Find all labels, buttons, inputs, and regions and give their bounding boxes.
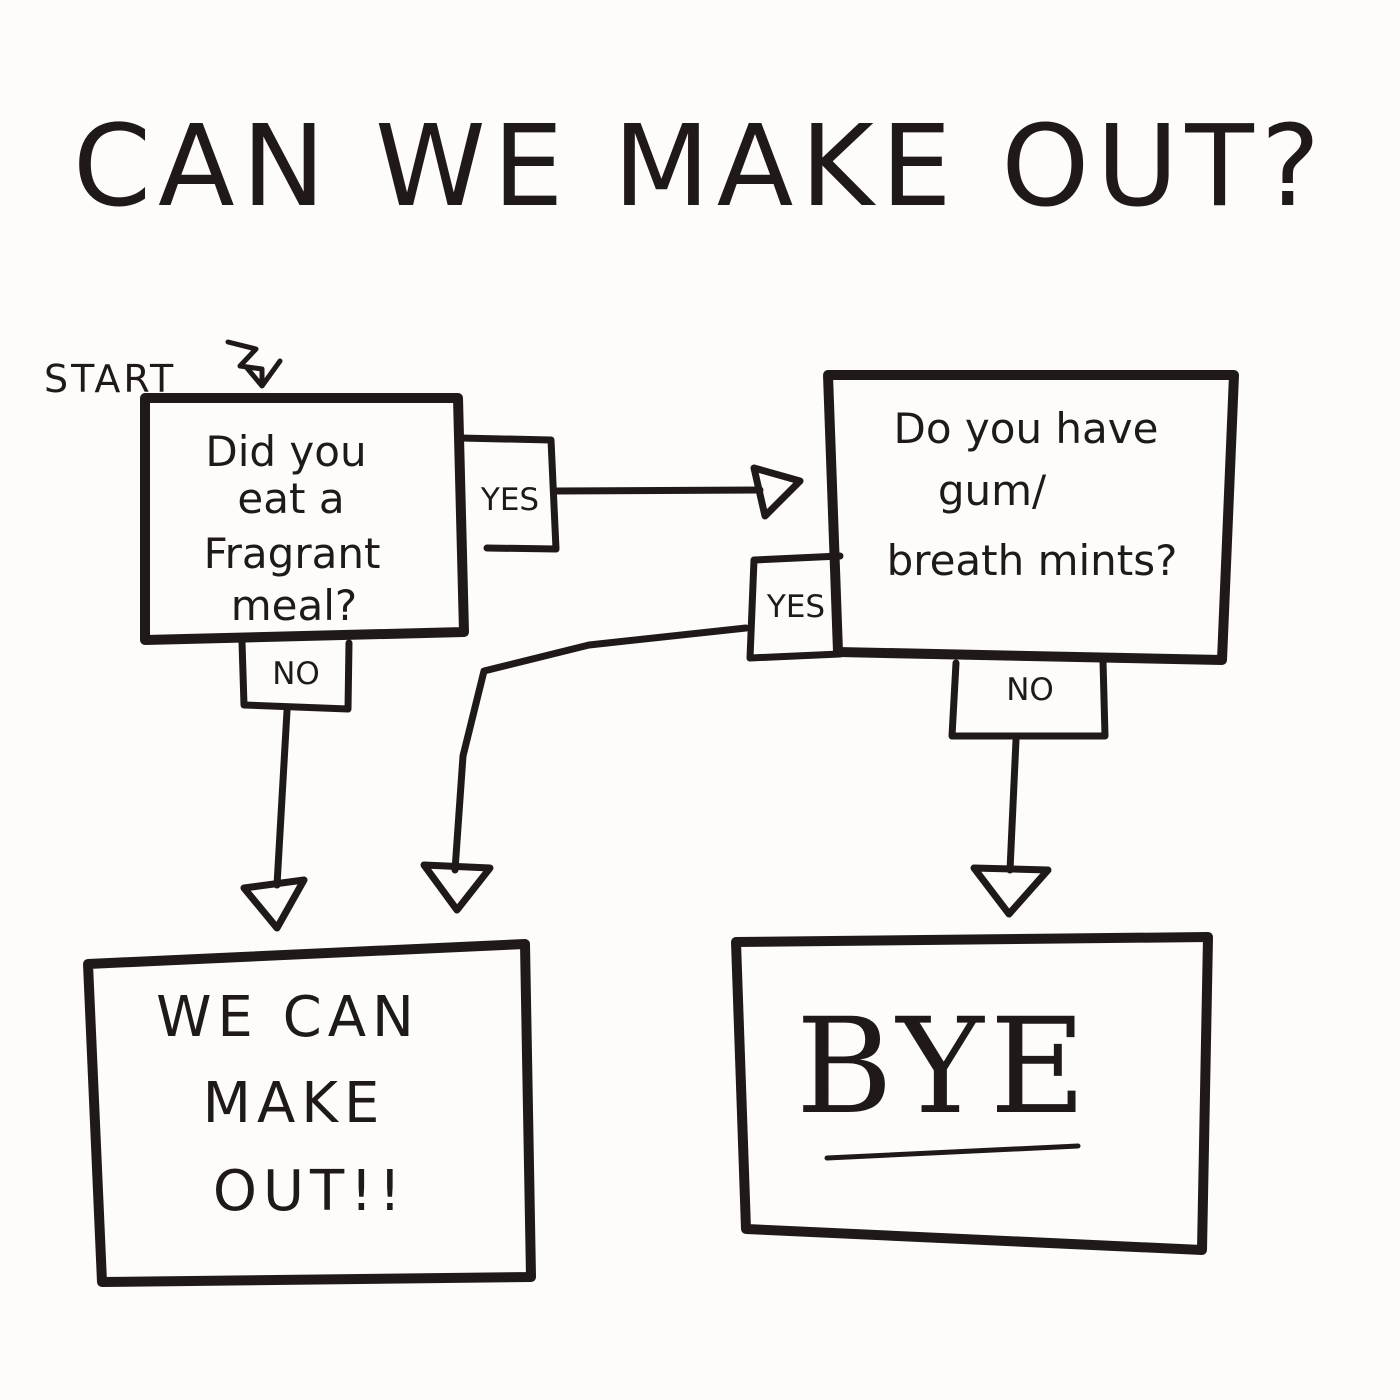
page-title: CAN WE MAKE OUT? <box>73 102 1327 232</box>
question2-no-label-box <box>948 657 1109 740</box>
question2-line-3: breath mints? <box>887 536 1178 585</box>
question2-no-connector <box>1006 736 1020 874</box>
question2-no-label: NO <box>1006 672 1054 708</box>
question1-yes-label-box <box>456 434 560 553</box>
question1-line-4: meal? <box>231 581 357 630</box>
question2-yes-label-box <box>746 552 844 662</box>
question1-yes-connector <box>553 486 764 495</box>
question2-yes-label: YES <box>766 589 825 625</box>
result-bye-text: BYE <box>796 990 1092 1144</box>
question1-yes-arrowhead-icon <box>750 464 804 520</box>
question2-no-arrowhead-icon <box>970 864 1052 918</box>
question1-line-2: eat a <box>237 474 344 523</box>
result-box-make-out <box>83 939 536 1287</box>
question2-yes-connector <box>451 624 750 874</box>
result-make-out-line-2: MAKE <box>203 1071 386 1136</box>
question1-line-3: Fragrant <box>204 529 381 578</box>
question1-no-label: NO <box>272 656 320 692</box>
start-arrowhead-icon <box>244 358 283 389</box>
question1-line-1: Did you <box>205 427 366 476</box>
question2-line-1: Do you have <box>894 404 1159 453</box>
result-make-out-line-3: OUT!! <box>213 1159 407 1224</box>
question1-no-arrowhead-icon <box>240 876 308 932</box>
question1-yes-label: YES <box>480 482 539 518</box>
bye-underline <box>824 1143 1081 1161</box>
question1-no-connector <box>273 707 291 889</box>
question1-no-label-box <box>238 638 353 713</box>
question2-line-2: gum/ <box>938 466 1047 515</box>
result-make-out-line-1: WE CAN <box>156 985 420 1050</box>
question2-yes-arrowhead-icon <box>420 861 494 914</box>
result-box-bye <box>731 932 1213 1255</box>
question-box-fragrant-meal <box>140 393 469 645</box>
start-curved-arrow-icon <box>225 339 265 385</box>
